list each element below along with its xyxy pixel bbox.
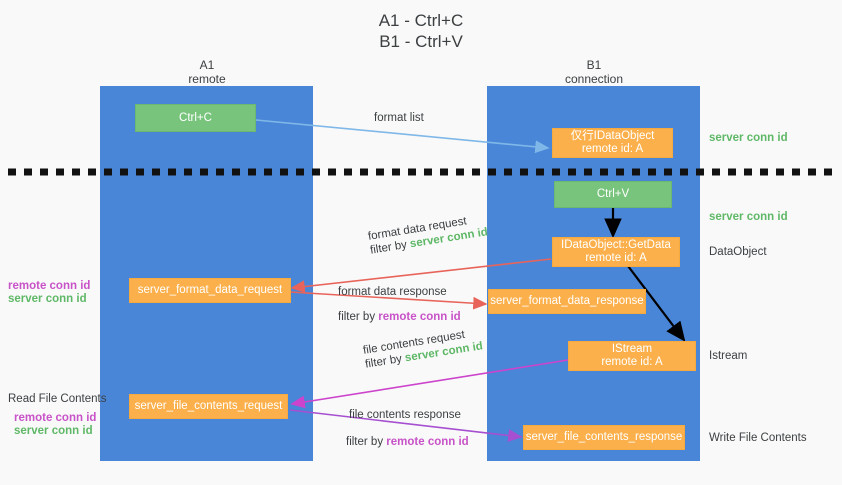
box-getdata-title: IDataObject::GetData <box>561 239 671 251</box>
filter-prefix: filter by <box>338 311 376 323</box>
label-format-data-response-filter: filter by remote conn id <box>338 310 461 324</box>
title-line-1: A1 - Ctrl+C <box>378 11 464 30</box>
page-title: A1 - Ctrl+C B1 - Ctrl+V <box>0 10 842 52</box>
box-istream[interactable]: IStream remote id: A <box>568 341 696 371</box>
box-server-file-contents-request[interactable]: server_file_contents_request <box>129 394 288 419</box>
box-idataobject-title: 仅行IDataObject <box>570 130 655 142</box>
column-header-b1: B1 connection <box>494 58 694 86</box>
label-file-contents-response: file contents response <box>349 409 461 421</box>
label-dataobject: DataObject <box>709 246 767 258</box>
title-line-2: B1 - Ctrl+V <box>379 32 463 51</box>
label-istream: Istream <box>709 350 748 362</box>
box-istream-title: IStream <box>611 343 653 355</box>
label-read-file-contents: Read File Contents <box>8 393 107 405</box>
filter-value-remote-conn-id: remote conn id <box>386 436 469 448</box>
box-ctrl-c[interactable]: Ctrl+C <box>135 104 256 132</box>
box-ctrl-v[interactable]: Ctrl+V <box>554 181 672 208</box>
label-format-data-response: format data response <box>338 286 447 298</box>
label-file-contents-response-filter: filter by remote conn id <box>346 435 469 449</box>
filter-prefix: filter by <box>346 436 384 448</box>
filter-value-remote-conn-id: remote conn id <box>378 311 461 323</box>
box-ctrl-v-label: Ctrl+V <box>596 188 630 200</box>
box-server-format-data-response-label: server_format_data_response <box>490 295 644 307</box>
label-format-list: format list <box>374 112 424 124</box>
column-header-a1: A1 remote <box>107 58 307 86</box>
box-idataobject[interactable]: 仅行IDataObject remote id: A <box>552 128 673 158</box>
column-header-b1-name: B1 <box>586 58 602 72</box>
box-getdata-subtitle: remote id: A <box>585 252 647 264</box>
box-idataobject-subtitle: remote id: A <box>581 143 644 155</box>
label-server-conn-id-top: server conn id <box>709 132 788 144</box>
box-server-file-contents-request-label: server_file_contents_request <box>134 400 283 412</box>
box-server-format-data-request[interactable]: server_format_data_request <box>129 278 291 303</box>
label-server-conn-id-second: server conn id <box>709 211 788 223</box>
label-server-conn-id-lower: server conn id <box>14 425 93 437</box>
box-server-file-contents-response[interactable]: server_file_contents_response <box>523 425 685 450</box>
column-header-b1-sub: connection <box>564 72 624 86</box>
label-server-conn-id-upper: server conn id <box>8 293 87 305</box>
column-header-a1-sub: remote <box>188 72 226 86</box>
box-server-file-contents-response-label: server_file_contents_response <box>525 431 683 443</box>
box-idataobject-getdata[interactable]: IDataObject::GetData remote id: A <box>552 237 680 267</box>
column-header-a1-name: A1 <box>199 58 215 72</box>
label-remote-conn-id-lower: remote conn id <box>14 412 97 424</box>
box-server-format-data-request-label: server_format_data_request <box>137 284 283 296</box>
box-ctrl-c-label: Ctrl+C <box>179 111 212 124</box>
box-server-format-data-response[interactable]: server_format_data_response <box>488 289 646 314</box>
label-write-file-contents: Write File Contents <box>709 432 807 444</box>
box-istream-subtitle: remote id: A <box>601 356 663 368</box>
label-remote-conn-id-upper: remote conn id <box>8 280 91 292</box>
